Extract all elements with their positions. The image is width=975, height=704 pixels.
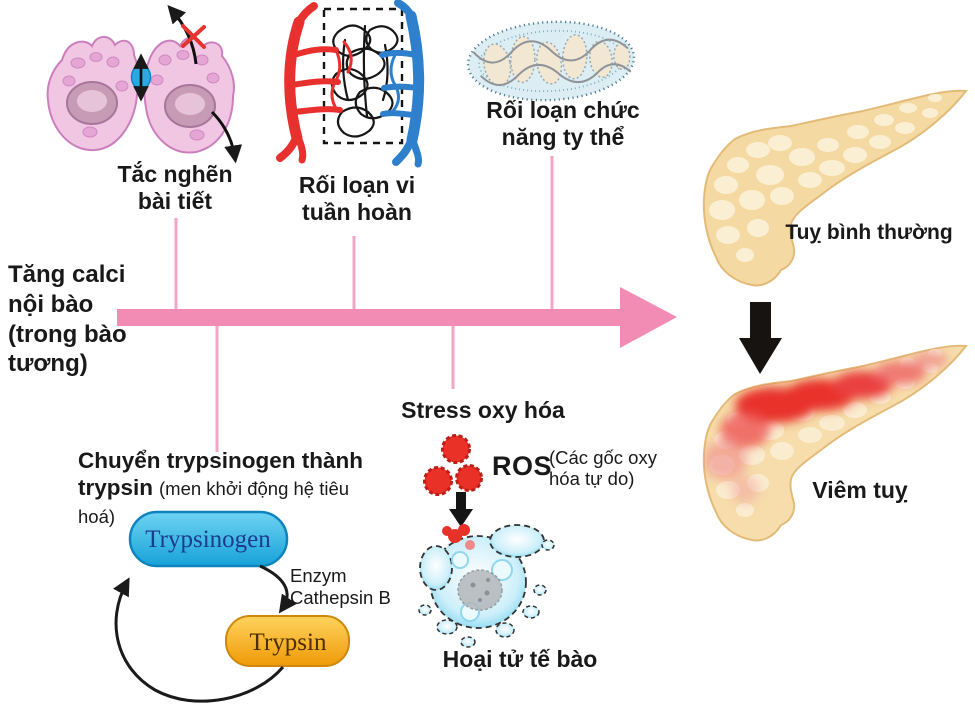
- capillary-mesh: [330, 24, 399, 138]
- nucleolus-left: [77, 90, 107, 112]
- blocked-x-icon: [181, 24, 206, 49]
- label-line: bài tiết: [137, 188, 213, 215]
- trypsin-cycle-illustration: [113, 510, 350, 703]
- label-inflamed-pancreas: Viêm tuỵ: [812, 477, 908, 503]
- nucleus-speckles: [470, 578, 490, 602]
- label-oxidative-stress: Stress oxy hóa: [401, 397, 565, 423]
- label-normal-pancreas: Tuỵ bình thường: [785, 221, 953, 244]
- ros-radical-icon: [455, 464, 483, 492]
- label-line: Rối loạn chức: [486, 97, 640, 123]
- blocked-secretion-arrow-icon: [167, 4, 198, 65]
- arteriole: [276, 2, 353, 164]
- necrosis-illustration: [418, 524, 555, 648]
- feedback-cycle-arrow-icon: [113, 577, 285, 703]
- label-line: trypsin(men khởi động hệ tiêu hoá): [78, 474, 390, 529]
- label-line: năng ty thể: [501, 124, 625, 151]
- nucleolus-right: [175, 93, 205, 115]
- dashed-frame: [322, 7, 404, 145]
- cristae-lines: [472, 38, 632, 86]
- timeline-arrow-body: [117, 309, 621, 326]
- label-intracellular-calcium: Tăng calci nội bào (trong bào tương): [8, 260, 158, 379]
- label-mitochondrial-dysfunction: Rối loạn chức năng ty thể: [486, 97, 639, 151]
- ros-attack-spot: [442, 524, 475, 550]
- label-ros: ROS: [492, 451, 553, 481]
- calcium-timeline: [117, 156, 677, 452]
- label-secretion-obstruction: Tắc nghẽn bài tiết: [117, 161, 232, 215]
- trypsinogen-pill: [128, 510, 289, 568]
- label-ros-note: (Các gốc oxy hóa tự do): [549, 447, 657, 490]
- label-line: Tăng calci: [8, 261, 126, 288]
- connector-lines: [174, 156, 554, 452]
- ros-radical-icon: [441, 434, 471, 464]
- basolateral-secretion-arrow-icon: [210, 110, 243, 164]
- cathepsin-arrow-icon: [259, 564, 297, 614]
- cell-fragments: [418, 539, 555, 648]
- label-trypsinogen-pill: Trypsinogen: [145, 526, 271, 553]
- label-microcirculation-disorder: Rối loạn vi tuần hoàn: [299, 172, 415, 226]
- ros-radical-icon: [423, 466, 453, 496]
- label-line: tuần hoàn: [302, 199, 412, 226]
- label-trypsin-pill: Trypsin: [249, 629, 327, 656]
- label-line: (trong bào: [8, 320, 127, 348]
- inflammation-patches: [703, 351, 948, 504]
- timeline-arrowhead: [620, 287, 677, 348]
- label-line: Chuyển trypsinogen thành: [78, 448, 364, 473]
- label-line: Rối loạn vi: [298, 172, 416, 198]
- ros-down-arrow-icon: [449, 492, 473, 527]
- label-cathepsin-b: Enzym Cathepsin B: [290, 565, 391, 609]
- ros-illustration: [423, 434, 483, 527]
- zymogen-granules: [62, 50, 220, 141]
- progression-down-arrow-icon: [739, 302, 782, 374]
- mitochondria-illustration: [466, 20, 636, 102]
- label-trypsinogen-conversion: Chuyển trypsinogen thành trypsin(men khở…: [78, 447, 390, 529]
- trypsin-pill: [225, 615, 350, 667]
- pancreas-normal-illustration: [702, 89, 967, 287]
- label-line: nội bào: [8, 290, 94, 318]
- pancreas-inflamed-illustration: [702, 344, 967, 542]
- trypsin-word: trypsin: [78, 475, 154, 501]
- label-line: Tắc nghẽn: [117, 161, 233, 187]
- label-note: (men khởi động hệ tiêu hoá): [78, 478, 350, 527]
- venule: [379, 0, 425, 168]
- capillary-illustration: [276, 0, 425, 168]
- acinar-cells-illustration: [46, 4, 243, 164]
- pyknotic-nucleus: [457, 569, 503, 611]
- label-line: tương): [8, 350, 88, 378]
- label-cell-necrosis: Hoại tử tế bào: [442, 646, 598, 672]
- vacuoles: [451, 551, 513, 622]
